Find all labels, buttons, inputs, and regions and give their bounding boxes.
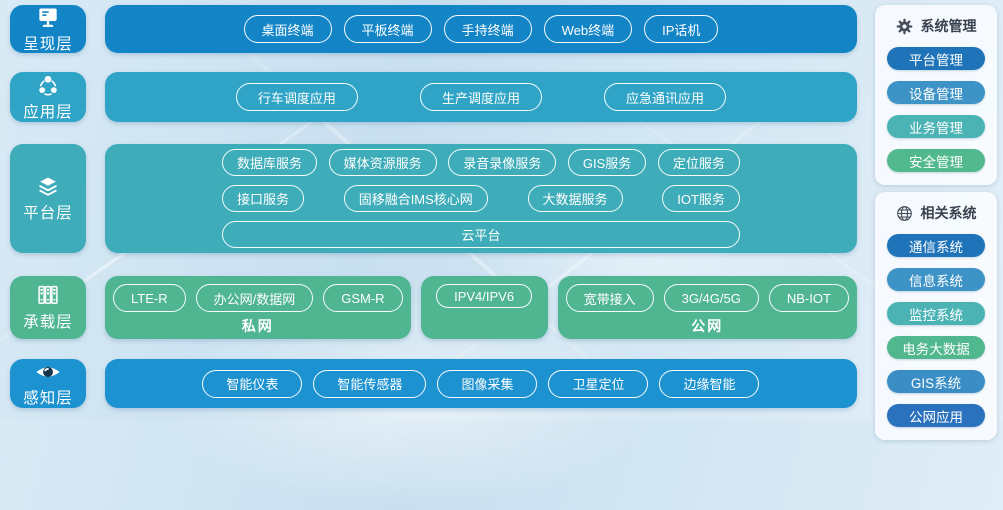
sidebar-item[interactable]: 公网应用 xyxy=(886,404,985,427)
item-pill[interactable]: 手持终端 xyxy=(443,15,532,43)
item-pill[interactable]: 桌面终端 xyxy=(243,15,332,43)
sidebar-section-title-text: 相关系统 xyxy=(920,205,977,221)
item-pill[interactable]: Web终端 xyxy=(543,15,633,43)
sidebar-item[interactable]: 安全管理 xyxy=(886,149,985,172)
ipv-box: IPV4/IPV6 xyxy=(420,276,548,339)
sidebar-section-title: 相关系统 xyxy=(887,203,985,223)
nodes-icon xyxy=(35,73,61,99)
layers-icon xyxy=(35,174,61,200)
sidebar-section-title-text: 系统管理 xyxy=(920,18,977,34)
sidebar-item[interactable]: 平台管理 xyxy=(886,47,985,70)
sidebar-section-title: 系统管理 xyxy=(887,16,985,36)
service-pill[interactable]: GIS服务 xyxy=(567,149,647,176)
layer-row-bearer: 承载层 LTE-R 办公网/数据网 GSM-R 私网 IPV4/IPV6 宽带接入 3G/4G… xyxy=(10,276,857,339)
sidebar-item[interactable]: 监控系统 xyxy=(886,302,985,325)
layer-items-box-presentation: 桌面终端平板终端手持终端 Web终端 IP话机 xyxy=(105,5,857,53)
sidebar-panel-system-management: 系统管理平台管理设备管理业务管理安全管理 xyxy=(874,5,997,185)
service-pill[interactable]: 接口服务 xyxy=(221,185,304,212)
globe-icon xyxy=(895,204,914,223)
network-pill[interactable]: 3G/4G/5G xyxy=(663,284,759,312)
service-pill[interactable]: 媒体资源服务 xyxy=(328,149,437,176)
service-pill[interactable]: 录音录像服务 xyxy=(448,149,557,176)
sidebar-item[interactable]: 通信系统 xyxy=(886,234,985,257)
network-group-label: 公网 xyxy=(691,318,724,334)
sidebar-item[interactable]: 业务管理 xyxy=(886,115,985,138)
item-pill[interactable]: 生产调度应用 xyxy=(419,83,542,111)
layer-row-application: 应用层 行车调度应用 生产调度应用 应急通讯应用 xyxy=(10,72,857,122)
layer-label-perception: 感知层 xyxy=(10,359,86,408)
sidebar-item[interactable]: GIS系统 xyxy=(886,370,985,393)
item-pill[interactable]: 平板终端 xyxy=(343,15,432,43)
item-pill[interactable]: 应急通讯应用 xyxy=(603,83,726,111)
service-pill[interactable]: 固移融合IMS核心网 xyxy=(343,185,488,212)
sidebar: 系统管理平台管理设备管理业务管理安全管理相关系统通信系统信息系统监控系统电务大数… xyxy=(874,5,997,440)
pill-row: 桌面终端平板终端手持终端 Web终端 IP话机 xyxy=(243,15,719,43)
server-rack-icon xyxy=(35,283,61,309)
sidebar-panel-related-systems: 相关系统通信系统信息系统监控系统电务大数据 GIS系统公网应用 xyxy=(874,192,997,440)
bearer-pill-row: LTE-R 办公网/数据网 GSM-R xyxy=(113,284,403,312)
layer-label-text: 感知层 xyxy=(23,390,73,407)
network-pill[interactable]: IPV4/IPV6 xyxy=(436,284,533,308)
layer-label-bearer: 承载层 xyxy=(10,276,86,339)
layer-items-box-application: 行车调度应用 生产调度应用 应急通讯应用 xyxy=(105,72,857,122)
layer-label-text: 应用层 xyxy=(23,103,73,121)
layer-row-presentation: 呈现层 桌面终端平板终端手持终端 Web终端 IP话机 xyxy=(10,5,857,53)
item-pill[interactable]: IP话机 xyxy=(644,15,719,43)
gear-icon xyxy=(895,17,914,36)
network-pill[interactable]: 办公网/数据网 xyxy=(195,284,314,312)
network-group-label: 私网 xyxy=(241,318,274,334)
service-pill[interactable]: 大数据服务 xyxy=(527,185,623,212)
platform-pill-grid: 数据库服务媒体资源服务录音录像服务 GIS服务定位服务接口服务 固移融合IMS核心网… xyxy=(221,149,740,248)
sidebar-item[interactable]: 信息系统 xyxy=(886,268,985,291)
pill-row: 行车调度应用 生产调度应用 应急通讯应用 xyxy=(235,83,726,111)
platform-pill-row: 接口服务 固移融合IMS核心网 大数据服务 IOT服务 xyxy=(221,185,740,212)
item-pill[interactable]: 图像采集 xyxy=(437,369,538,398)
layer-label-text: 平台层 xyxy=(23,205,73,222)
layer-items-box-perception: 智能仪表智能传感器图像采集卫星定位边缘智能 xyxy=(105,359,857,408)
service-pill[interactable]: 云平台 xyxy=(221,221,740,248)
network-pill[interactable]: 宽带接入 xyxy=(565,284,654,312)
item-pill[interactable]: 行车调度应用 xyxy=(235,83,358,111)
sidebar-item[interactable]: 电务大数据 xyxy=(886,336,985,359)
service-pill[interactable]: IOT服务 xyxy=(662,185,740,212)
sidebar-item[interactable]: 设备管理 xyxy=(886,81,985,104)
network-pill[interactable]: LTE-R xyxy=(113,284,186,312)
service-pill[interactable]: 数据库服务 xyxy=(221,149,317,176)
private-network-box: LTE-R 办公网/数据网 GSM-R 私网 xyxy=(105,276,411,339)
network-pill[interactable]: GSM-R xyxy=(323,284,403,312)
item-pill[interactable]: 智能仪表 xyxy=(202,369,303,398)
layer-label-presentation: 呈现层 xyxy=(10,5,86,53)
monitor-icon xyxy=(35,5,61,31)
layer-label-text: 承载层 xyxy=(23,314,73,331)
item-pill[interactable]: 智能传感器 xyxy=(313,369,427,398)
item-pill[interactable]: 边缘智能 xyxy=(659,369,760,398)
item-pill[interactable]: 卫星定位 xyxy=(548,369,649,398)
bearer-groups: LTE-R 办公网/数据网 GSM-R 私网 IPV4/IPV6 宽带接入 3G/4G/5G… xyxy=(105,276,857,339)
public-network-box: 宽带接入 3G/4G/5G NB-IOT 公网 xyxy=(557,276,857,339)
layer-label-platform: 平台层 xyxy=(10,144,86,253)
layer-label-text: 呈现层 xyxy=(23,35,73,53)
platform-services-box: 数据库服务媒体资源服务录音录像服务 GIS服务定位服务接口服务 固移融合IMS核心网… xyxy=(105,144,857,253)
bearer-pill-row: IPV4/IPV6 xyxy=(436,284,533,308)
platform-pill-row: 云平台 xyxy=(221,221,740,248)
bearer-pill-row: 宽带接入 3G/4G/5G NB-IOT xyxy=(565,284,849,312)
layer-label-application: 应用层 xyxy=(10,72,86,122)
pill-row: 智能仪表智能传感器图像采集卫星定位边缘智能 xyxy=(202,369,760,398)
service-pill[interactable]: 定位服务 xyxy=(657,149,740,176)
network-pill[interactable]: NB-IOT xyxy=(768,284,849,312)
platform-pill-row: 数据库服务媒体资源服务录音录像服务 GIS服务定位服务 xyxy=(221,149,740,176)
eye-icon xyxy=(34,359,62,385)
layer-row-perception: 感知层 智能仪表智能传感器图像采集卫星定位边缘智能 xyxy=(10,359,857,408)
layer-row-platform: 平台层 数据库服务媒体资源服务录音录像服务 GIS服务定位服务接口服务 固移融合IMS… xyxy=(10,144,857,253)
